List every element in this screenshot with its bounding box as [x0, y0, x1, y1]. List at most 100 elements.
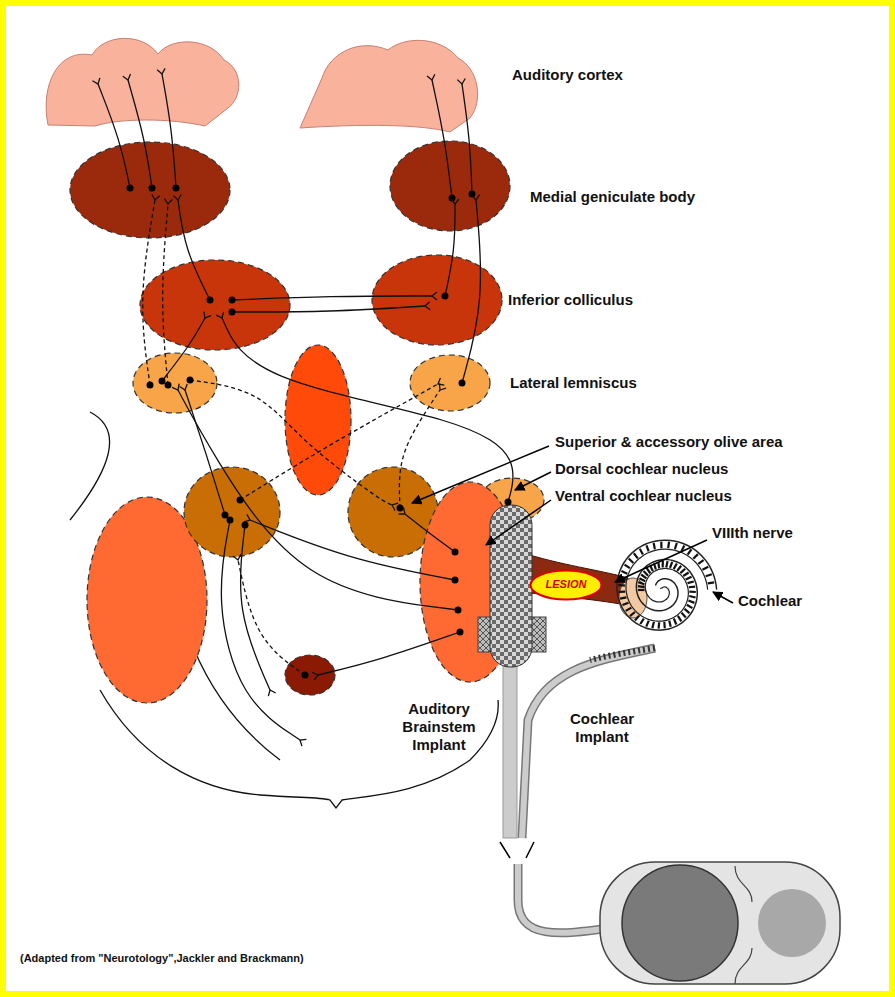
cochlea-electrode [674, 619, 676, 625]
cochlea-electrode [706, 574, 712, 576]
structure-label: Lateral lemniscus [510, 374, 637, 392]
cochlea-electrode [708, 581, 714, 584]
cochlea-electrode [666, 561, 667, 567]
abi-lead [503, 660, 517, 838]
cochlea-electrode [667, 542, 670, 548]
structure-label: Medial geniculate body [530, 188, 695, 206]
cochlea-electrode [688, 581, 694, 583]
cochlea-electrode [622, 603, 628, 605]
processor-cable [518, 864, 610, 933]
cochlea-electrode [677, 566, 681, 571]
cochlea-wall [626, 549, 708, 621]
cochlea-electrode [682, 613, 686, 618]
cochlea-electrode [693, 554, 698, 559]
cochlea-electrode [630, 612, 635, 616]
cochlea-electrode [646, 545, 648, 551]
connector-marks [500, 842, 534, 858]
nerve-fiber [244, 514, 459, 583]
cochlea [617, 540, 717, 630]
auditory-cortex-right [300, 40, 478, 132]
nerve-fiber [92, 78, 133, 192]
cochlea-electrode [674, 563, 677, 569]
nerve-fiber [221, 517, 306, 747]
nerve-fiber [240, 522, 275, 697]
nerve-fiber [229, 292, 438, 304]
cochlea-electrode [683, 572, 688, 576]
cochlea-electrode [688, 600, 694, 602]
cochlea-electrode [638, 586, 644, 587]
cochlea-electrode [639, 578, 645, 581]
cochlea-electrode [644, 571, 649, 576]
nerve-fiber [143, 194, 160, 388]
nerve-fiber [312, 629, 463, 681]
nerve-fiber [159, 312, 211, 385]
cochlea-electrode [620, 597, 626, 598]
nerve-fiber [399, 508, 459, 556]
nerve-fiber [173, 194, 213, 303]
nerve-fiber [123, 74, 156, 191]
cochlea-electrode [654, 543, 655, 549]
nerve-fiber [442, 199, 460, 300]
viiith-nerve [520, 552, 632, 606]
electrode-array [590, 648, 655, 660]
speech-processor [600, 862, 840, 984]
structure-label: Ventral cochlear nucleus [555, 487, 732, 505]
cochlea-electrode [625, 565, 630, 569]
cochlea-electrode [698, 560, 703, 564]
auditory-cortex-left [46, 38, 239, 126]
structure-label: Auditory cortex [512, 66, 623, 84]
structure-label: Dorsal cochlear nucleus [555, 460, 728, 478]
structure-label: Cochlear Implant [556, 710, 648, 746]
cochlea-electrode [641, 574, 646, 578]
nerve-fiber [237, 378, 445, 503]
cochlea-electrode [689, 586, 695, 589]
cochlea-electrode [670, 562, 672, 568]
cochlea-electrode [675, 543, 677, 549]
cochlea-electrode [657, 622, 660, 628]
structure-label: VIIIth nerve [712, 524, 793, 542]
cochlea-electrode [629, 559, 634, 563]
cochlear-implant-lead [522, 648, 655, 838]
cochlea-electrode [680, 569, 685, 573]
nerve-fiber [459, 195, 481, 387]
cochlea-electrode [689, 596, 695, 597]
structure-label: Auditory Brainstem Implant [383, 700, 495, 754]
cochlea-electrode [640, 619, 643, 624]
cochlea-electrode [686, 577, 692, 580]
cochlea-electrode [635, 616, 639, 621]
cochlea-electrode [619, 590, 625, 592]
abi-paddle [490, 505, 532, 667]
lesion-text: LESION [546, 578, 587, 591]
processor-coil [622, 865, 738, 981]
structure-label: Superior & accessory olive area [555, 433, 783, 451]
cochlea-electrode [646, 621, 649, 627]
cochlea-electrode [634, 553, 638, 558]
leader-lines [412, 446, 733, 603]
cochlea-electrode [678, 616, 681, 622]
cochlea-electrode [663, 622, 666, 628]
cochlea-electrode [618, 584, 624, 587]
cochlea-electrode [662, 561, 664, 567]
cochlea-electrode [621, 571, 627, 574]
cochlea-electrode [652, 622, 654, 628]
cochlea-electrode [640, 549, 643, 555]
cochlea-electrode [702, 567, 708, 570]
nerve-fiber [172, 384, 461, 614]
nerve-fiber [229, 302, 431, 316]
nerve-fiber [163, 199, 173, 389]
cochlea-base [619, 578, 647, 618]
nuclei [70, 141, 544, 703]
nerve-fiber [457, 78, 475, 197]
lesion-marker: LESION [529, 569, 603, 601]
cochlear-implant-lead [522, 648, 655, 838]
cochlea-electrode [647, 568, 651, 573]
cochlea-electrode [638, 589, 645, 591]
nerve-fiber [157, 68, 179, 191]
nerve-fiber [180, 384, 229, 519]
nerve-fibers [92, 68, 513, 746]
structure-label: (Adapted from "Neurotology",Jackler and … [20, 952, 304, 965]
cochlea-wall [617, 540, 717, 630]
nerve-fiber [216, 312, 513, 506]
